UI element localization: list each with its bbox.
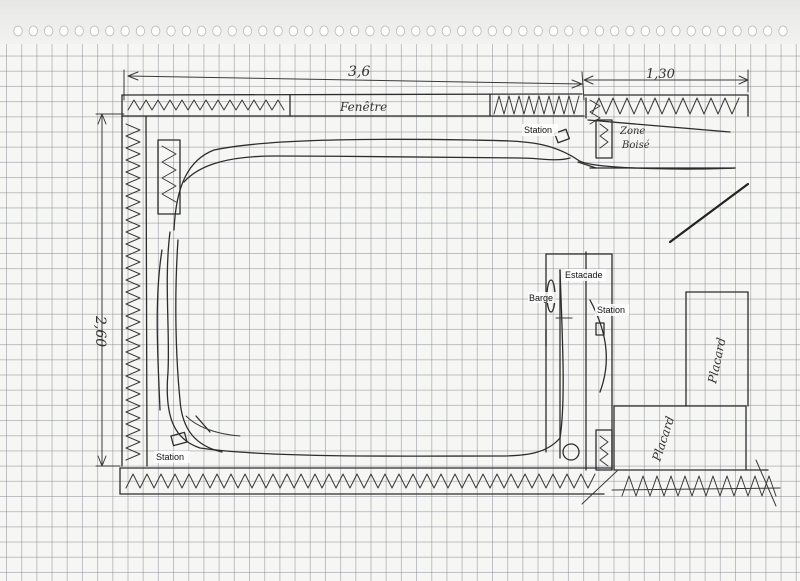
binding-hole (365, 25, 375, 37)
binding-hole (778, 25, 788, 37)
binding-hole (472, 25, 482, 37)
binding-hole (135, 25, 145, 37)
binding-hole (120, 25, 130, 37)
binding-hole (610, 25, 620, 37)
closet-lower-label: Placard (649, 414, 677, 464)
hatch-stroke (127, 99, 285, 111)
binding-hole (655, 25, 666, 37)
station-right-bg (595, 304, 629, 316)
wooded-zone-label-2: Boisé (621, 140, 650, 151)
hatch-stroke (599, 435, 609, 467)
binding-hole (671, 25, 681, 37)
binding-hole (89, 25, 100, 37)
binding-hole (640, 25, 650, 37)
binding-hole (701, 25, 712, 37)
station-top-bg (522, 124, 558, 136)
station-right-label: Station (597, 305, 625, 315)
binding-hole (43, 25, 54, 37)
binding-hole (426, 25, 436, 37)
binding-hole (28, 25, 38, 37)
binding-hole (579, 25, 589, 37)
dimension-lines (95, 69, 749, 467)
station-bottom-left-bg (154, 451, 190, 463)
binding-hole (334, 25, 344, 37)
hatch-stroke (599, 123, 609, 149)
barge-bg (528, 292, 556, 303)
jetty-bg (564, 269, 606, 281)
binding-hole (686, 25, 696, 37)
binding-hole (395, 25, 406, 37)
binding-hole (319, 25, 329, 37)
binding-hole (747, 25, 758, 37)
binding-hole (105, 25, 115, 37)
binding-hole (151, 25, 161, 37)
hatch-stroke (621, 475, 777, 497)
dimension-top-left: 3,6 (348, 64, 370, 80)
hatch-stroke (125, 473, 596, 489)
binding-hole (441, 25, 451, 37)
typed-labels: Station Estacade Barge Station Station (154, 124, 629, 463)
binding-hole (732, 25, 742, 37)
barge-label: Barge (529, 293, 553, 303)
wall-hatching (125, 95, 777, 497)
binding-hole (548, 25, 559, 37)
jetty-label: Estacade (565, 270, 603, 280)
binding-hole (212, 25, 222, 37)
binding-hole (717, 25, 727, 37)
binding-hole (518, 25, 528, 37)
hatch-stroke (591, 97, 740, 115)
binding-hole (258, 25, 268, 37)
binding-hole (197, 25, 207, 37)
dimension-top-right: 1,30 (646, 67, 675, 82)
binding-hole (181, 25, 191, 37)
binding-hole (625, 25, 635, 37)
binding-hole (763, 25, 773, 37)
binding-hole (487, 25, 497, 37)
wooded-zone-label-1: Zone (619, 126, 645, 137)
binding-hole (502, 25, 513, 37)
track-loop (156, 138, 736, 457)
binding-holes (13, 25, 788, 37)
binding-hole (227, 25, 237, 37)
binding-hole (166, 25, 176, 37)
binding-hole (288, 25, 298, 37)
binding-hole (74, 25, 84, 37)
binding-hole (242, 25, 253, 37)
room-walls (119, 93, 781, 507)
binding-hole (273, 25, 283, 37)
hatch-stroke (493, 95, 580, 115)
binding-hole (380, 25, 390, 37)
binding-hole (13, 25, 23, 37)
binding-hole (533, 25, 543, 37)
station-top-label: Station (524, 125, 552, 135)
binding-hole (594, 25, 605, 37)
window-label: Fenêtre (339, 100, 387, 114)
closet-upper-label: Placard (705, 336, 729, 386)
dimension-left: 2,60 (92, 315, 108, 347)
binding-hole (564, 25, 574, 37)
binding-hole (304, 25, 314, 37)
binding-hole (349, 25, 360, 37)
binding-hole (457, 25, 467, 37)
notebook-spiral-edge (0, 0, 800, 44)
hatch-stroke (125, 123, 141, 461)
station-bottom-left-label: Station (156, 452, 184, 462)
hatch-stroke (161, 145, 177, 203)
binding-hole (59, 25, 69, 37)
binding-hole (411, 25, 421, 37)
